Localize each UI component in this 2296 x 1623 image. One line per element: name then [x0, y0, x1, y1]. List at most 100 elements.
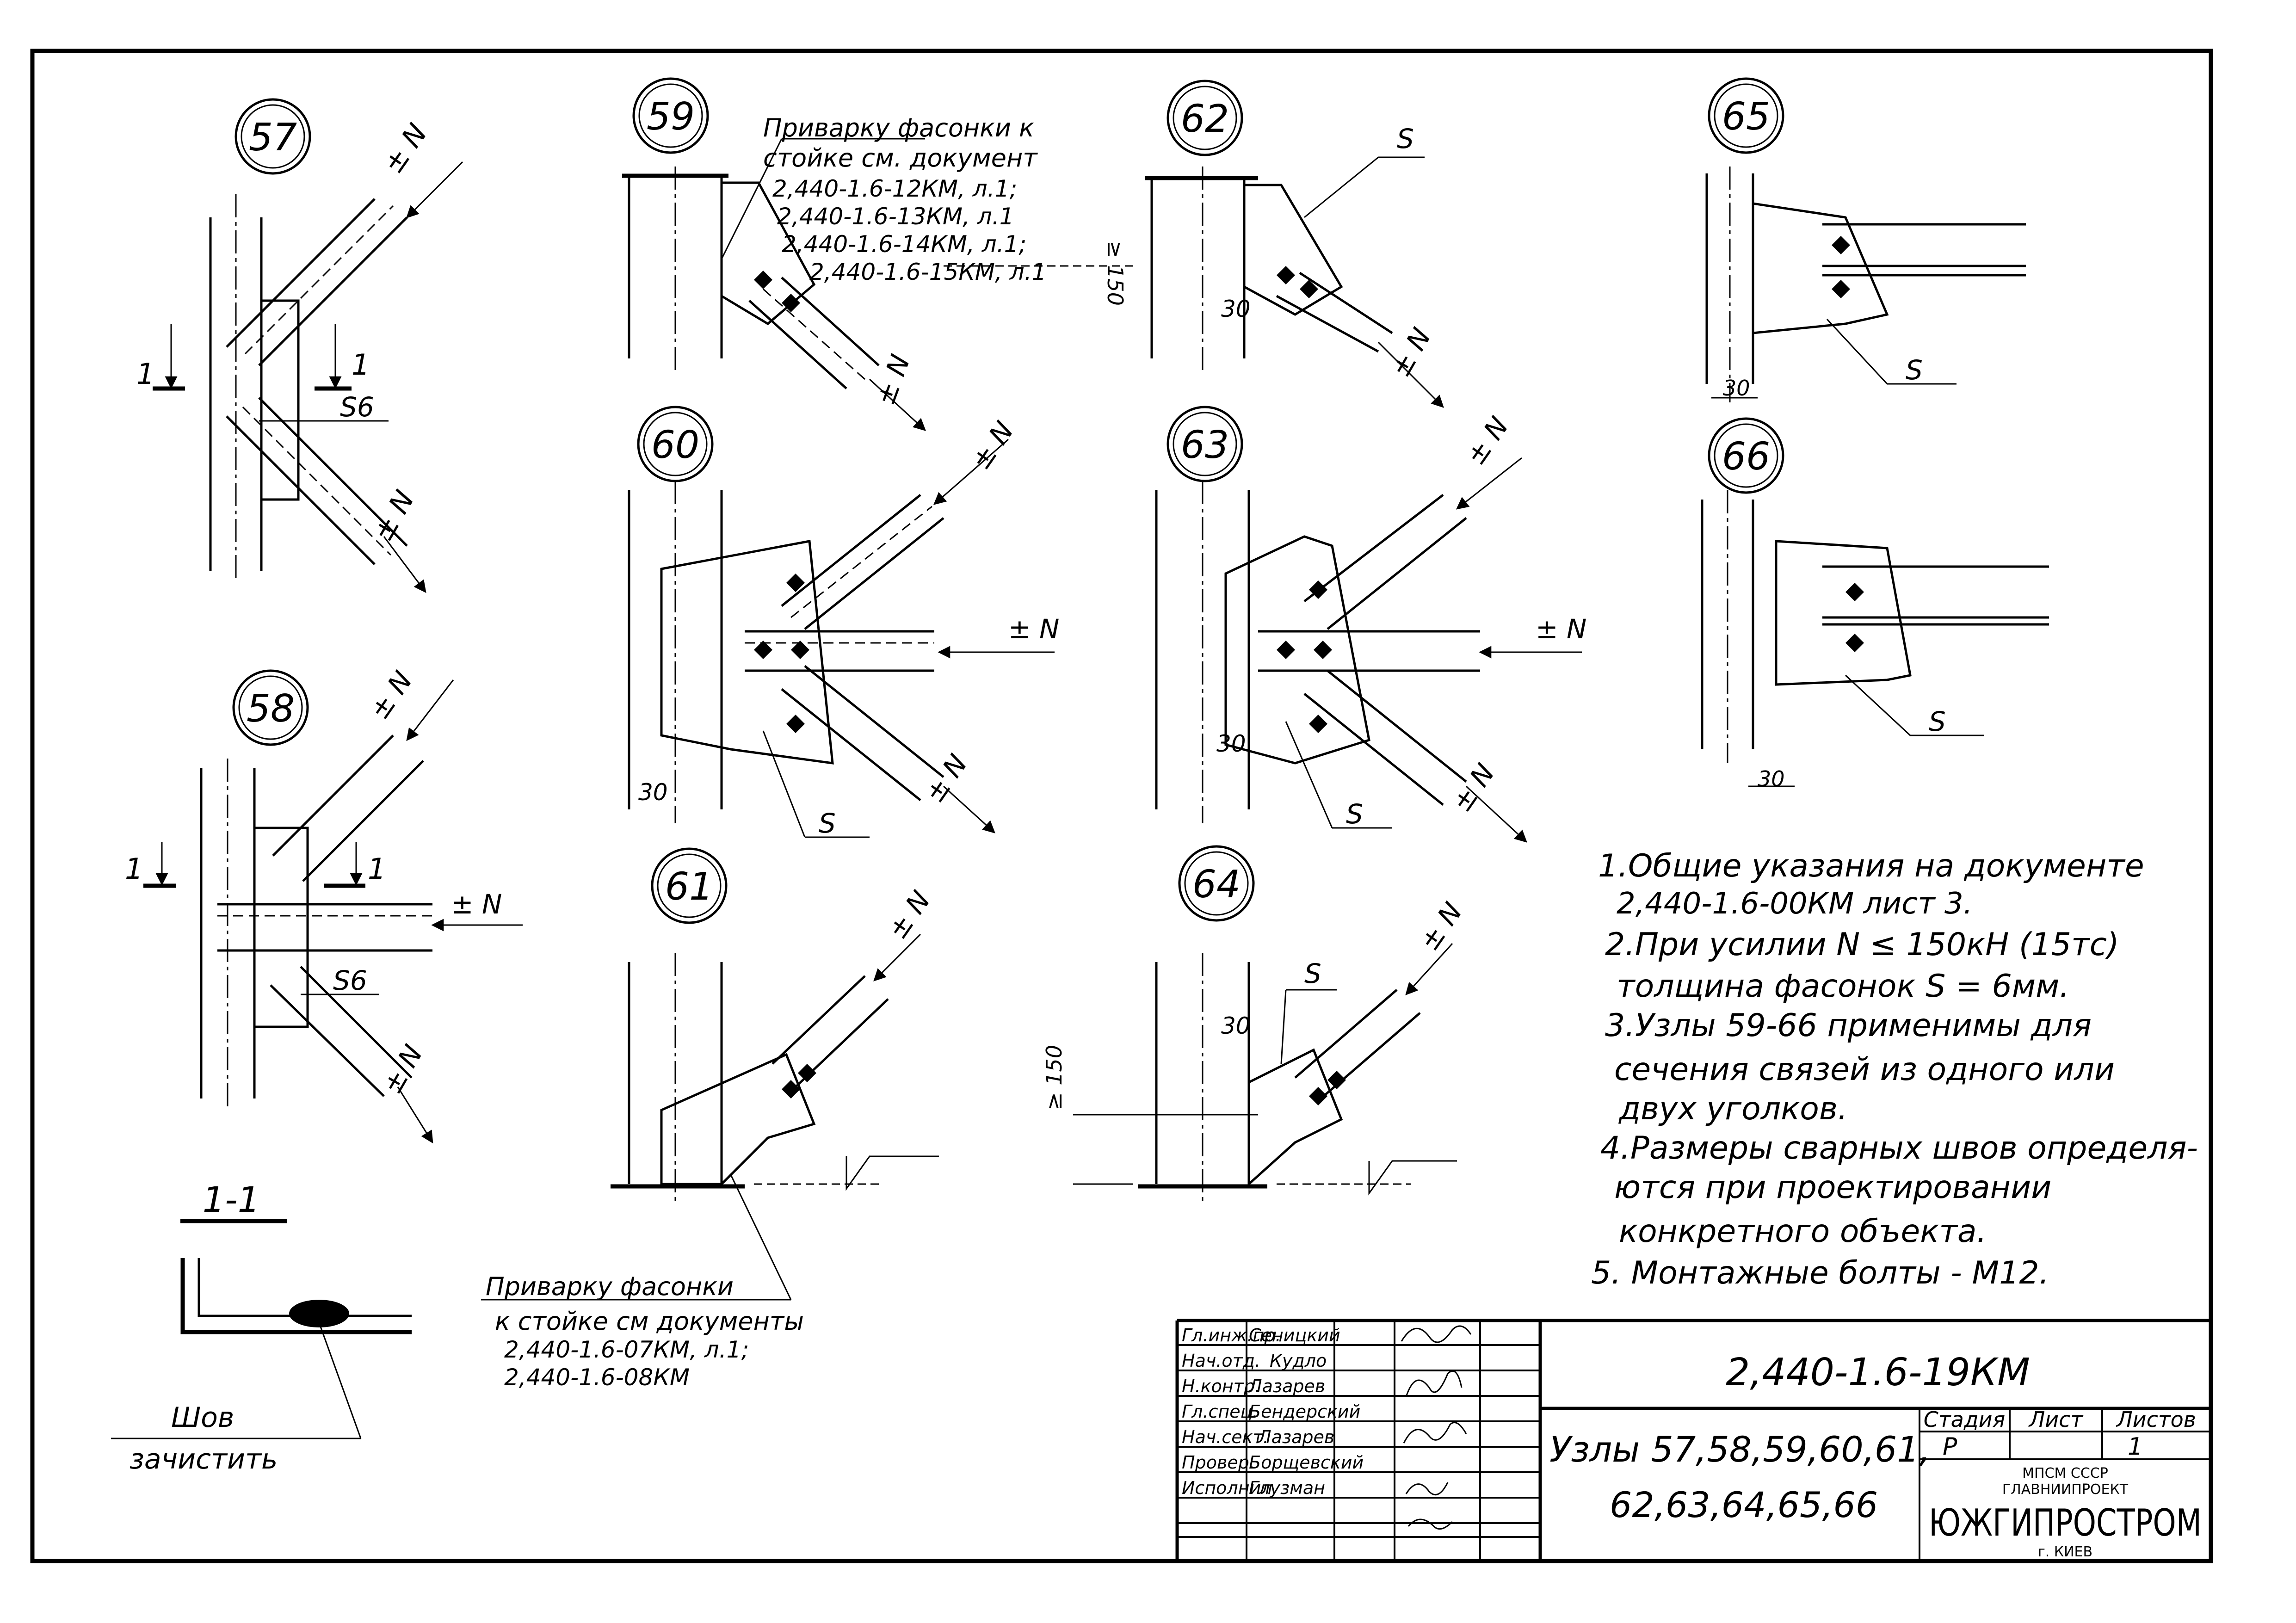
- node-63-force-bottom: ± N: [1446, 758, 1501, 818]
- note-3-line3: двух уголков.: [1618, 1091, 1848, 1127]
- note-5-line1: 5. Монтажные болты - М12.: [1591, 1255, 2049, 1291]
- sig-role-5: Провер.: [1182, 1452, 1255, 1473]
- note-59-line6: 2,440-1.6-15КМ, л.1: [809, 259, 1046, 285]
- node-57: 57 ± N ± N 1 1 S6: [136, 98, 463, 593]
- node-66: 66 S 30: [1701, 417, 2049, 791]
- node-62-label: 62: [1181, 97, 1229, 141]
- node-62-force: ± N: [1384, 322, 1437, 383]
- sig-role-0: Гл.инж.пр.: [1182, 1325, 1281, 1345]
- signature-scribble: [1403, 1422, 1467, 1444]
- sig-role-4: Нач.сект.: [1182, 1427, 1269, 1447]
- node-58-s6: S6: [333, 965, 367, 996]
- node-66-s: S: [1929, 706, 1946, 737]
- weld-note-line1: Шов: [171, 1401, 234, 1434]
- drawing-frame: [30, 49, 2213, 1563]
- note-61-line2: к стойке см документы: [495, 1307, 804, 1336]
- title-line1: Узлы 57,58,59,60,61,: [1549, 1429, 1931, 1470]
- node-60: 60 ± N ± N ± N 30 S: [628, 406, 1059, 839]
- node-58-force-top: ± N: [364, 666, 419, 725]
- sheets-value: 1: [2128, 1433, 2143, 1461]
- section-1-1-title: 1-1: [203, 1179, 260, 1220]
- node-57-force-bottom: ± N: [366, 485, 421, 547]
- section-1-1: 1-1 Шов зачистить: [111, 1179, 412, 1475]
- node-57-section-right: 1: [352, 348, 370, 382]
- node-64-dim-30: 30: [1221, 1012, 1251, 1039]
- node-61: 61 ± N Приварку фасонки к стойке см доку…: [481, 847, 939, 1391]
- node-62: 62 ± N S 30: [1145, 80, 1444, 408]
- node-65-s: S: [1906, 354, 1923, 386]
- node-64-force: ± N: [1413, 897, 1469, 957]
- node-66-label: 66: [1722, 435, 1770, 479]
- sheet-header: Лист: [2028, 1407, 2084, 1432]
- node-59-label: 59: [647, 95, 695, 139]
- signature-scribble: [1405, 1370, 1463, 1397]
- note-59-line1: Приварку фасонки к: [763, 113, 1034, 142]
- stage-header: Стадия: [1924, 1407, 2005, 1432]
- sig-role-1: Нач.отд.: [1182, 1351, 1260, 1371]
- general-notes: 1.Общие указания на документе 2,440-1.6-…: [1591, 848, 2198, 1291]
- note-59-line5: 2,440-1.6-14КМ, л.1;: [782, 231, 1026, 258]
- weld-note-line2: зачистить: [130, 1443, 278, 1475]
- note-1-line1: 1.Общие указания на документе: [1598, 848, 2144, 884]
- node-65: 65 S 30: [1705, 77, 2026, 402]
- node-58-label: 58: [247, 687, 295, 731]
- signature-scribble: [1401, 1325, 1472, 1343]
- sig-name-3: Бендерский: [1249, 1401, 1360, 1422]
- signature-scribble: [1405, 1482, 1449, 1496]
- stage-value: Р: [1943, 1433, 1957, 1461]
- node-64-s: S: [1304, 958, 1321, 989]
- sig-role-6: Исполнил: [1182, 1478, 1272, 1498]
- note-59-line2: стойке см. документ: [763, 143, 1038, 173]
- node-64-label: 64: [1192, 863, 1241, 907]
- node-62-s: S: [1397, 123, 1414, 154]
- node-59-force: ± N: [869, 351, 916, 409]
- node-63-s: S: [1346, 798, 1363, 830]
- node-60-force-mid: ± N: [1008, 613, 1059, 645]
- node-65-dim-30: 30: [1723, 376, 1750, 401]
- node-60-dim-30: 30: [638, 779, 668, 806]
- node-58-section-right: 1: [368, 852, 386, 886]
- sig-name-1: Кудло: [1270, 1351, 1327, 1371]
- node-60-force-bottom: ± N: [919, 749, 974, 808]
- node-61-label: 61: [665, 865, 713, 909]
- node-63-label: 63: [1181, 423, 1229, 467]
- org-city: г. КИЕВ: [2038, 1544, 2092, 1560]
- sig-role-2: Н.контр.: [1182, 1376, 1260, 1396]
- note-61-line1: Приварку фасонки: [486, 1272, 734, 1301]
- note-2-line2: толщина фасонок S = 6мм.: [1617, 968, 2069, 1005]
- node-59-dim-150: ≥ 150: [1103, 241, 1128, 306]
- signature-scribble: [1407, 1518, 1453, 1530]
- note-1-line2: 2,440-1.6-00КМ лист 3.: [1617, 887, 1973, 921]
- note-3-line1: 3.Узлы 59-66 применимы для: [1605, 1007, 2092, 1044]
- node-58-section-left: 1: [125, 852, 143, 886]
- node-60-s: S: [819, 808, 836, 839]
- org-line1: МПСМ СССР: [2022, 1465, 2108, 1481]
- sig-name-4: Лазарев: [1257, 1427, 1334, 1447]
- node-59: 59 ± N ≥ 150 Приварку фасонки к стойке с…: [622, 77, 1133, 431]
- node-64-dim-150: ≥ 150: [1042, 1045, 1067, 1110]
- node-61-force: ± N: [882, 885, 937, 945]
- note-3-line2: сечения связей из одного или: [1614, 1051, 2115, 1088]
- note-4-line1: 4.Размеры сварных швов определя-: [1600, 1130, 2198, 1166]
- sig-name-5: Борщевский: [1249, 1452, 1364, 1473]
- node-63-dim-30: 30: [1216, 730, 1246, 757]
- note-2-line1: 2.При усилии N ≤ 150кН (15тс): [1605, 926, 2119, 963]
- node-65-label: 65: [1722, 95, 1770, 139]
- node-60-label: 60: [651, 423, 699, 467]
- sig-name-6: Глузман: [1249, 1478, 1325, 1498]
- note-61-line3: 2,440-1.6-07КМ, л.1;: [504, 1336, 749, 1363]
- node-64: 64 ± N ≥ 150 30 S: [1042, 845, 1469, 1203]
- note-61-line4: 2,440-1.6-08КМ: [504, 1364, 690, 1391]
- node-63-force-mid: ± N: [1536, 613, 1586, 645]
- title-block: 2,440-1.6-19КМ Узлы 57,58,59,60,61, 62,6…: [1175, 1319, 2211, 1561]
- sig-role-3: Гл.спец.: [1182, 1401, 1258, 1422]
- doc-code: 2,440-1.6-19КМ: [1726, 1351, 2030, 1395]
- node-57-section-left: 1: [136, 357, 154, 391]
- node-58: 58 ± N ± N ± N 1 1 S6: [125, 666, 523, 1144]
- note-59-line4: 2,440-1.6-13КМ, л.1: [777, 203, 1014, 230]
- sig-name-2: Лазарев: [1248, 1376, 1325, 1396]
- org-line2: ГЛАВНИИПРОЕКТ: [2002, 1481, 2129, 1498]
- node-63: 63 ± N ± N ± N 30 S: [1155, 406, 1586, 843]
- title-line2: 62,63,64,65,66: [1610, 1484, 1878, 1525]
